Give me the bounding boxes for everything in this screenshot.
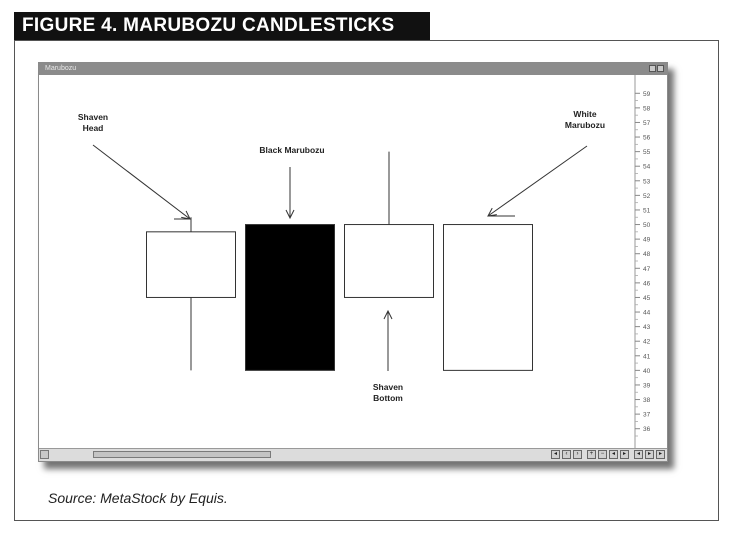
y-tick-label: 41 bbox=[643, 353, 651, 360]
window-titlebar[interactable]: Marubozu bbox=[39, 63, 667, 75]
y-tick-label: 52 bbox=[643, 193, 651, 200]
annotation-arrowhead bbox=[285, 209, 295, 220]
annotation-arrowhead bbox=[383, 309, 393, 320]
candle-body bbox=[443, 224, 533, 371]
y-tick-label: 59 bbox=[643, 91, 651, 98]
annotation-arrow bbox=[487, 145, 588, 217]
annotation-label: Marubozu bbox=[565, 120, 605, 130]
close-button[interactable] bbox=[657, 65, 664, 72]
y-tick-label: 40 bbox=[643, 368, 651, 375]
scroll-right-arrow-icon[interactable]: ▸ bbox=[656, 450, 665, 459]
annotation-label: Shaven bbox=[78, 112, 108, 122]
y-tick-label: 48 bbox=[643, 251, 651, 258]
y-tick-label: 56 bbox=[643, 135, 651, 142]
y-tick-label: 54 bbox=[643, 164, 651, 171]
annotation-label: Bottom bbox=[373, 393, 403, 403]
zoom-out-icon[interactable]: − bbox=[598, 450, 607, 459]
y-tick-label: 36 bbox=[643, 426, 651, 433]
candle-body bbox=[344, 224, 434, 298]
candle-body bbox=[146, 231, 236, 298]
y-tick-label: 37 bbox=[643, 412, 651, 419]
y-tick-label: 38 bbox=[643, 397, 651, 404]
figure-title: FIGURE 4. MARUBOZU CANDLESTICKS bbox=[14, 12, 430, 40]
y-tick-label: 53 bbox=[643, 178, 651, 185]
nav-first-icon[interactable]: ◂ bbox=[551, 450, 560, 459]
nav-next-icon[interactable]: › bbox=[573, 450, 582, 459]
scroll-left-arrow-icon[interactable] bbox=[40, 450, 49, 459]
horizontal-scrollbar[interactable]: ◂ ‹ › + − ◂ ▸ ◂ ▸ ▸ bbox=[39, 448, 667, 461]
nav-end-icon[interactable]: ▸ bbox=[645, 450, 654, 459]
y-tick-label: 50 bbox=[643, 222, 651, 229]
candle-body bbox=[245, 224, 335, 371]
annotation-label: Head bbox=[83, 123, 104, 133]
nav-forward-icon[interactable]: ▸ bbox=[620, 450, 629, 459]
y-tick-label: 49 bbox=[643, 237, 651, 244]
y-tick-label: 39 bbox=[643, 382, 651, 389]
annotation-label: Black Marubozu bbox=[259, 145, 324, 155]
annotation-label: Shaven bbox=[373, 382, 403, 392]
y-tick-label: 45 bbox=[643, 295, 651, 302]
y-tick-label: 44 bbox=[643, 310, 651, 317]
y-tick-label: 43 bbox=[643, 324, 651, 331]
scroll-thumb[interactable] bbox=[93, 451, 271, 458]
y-tick-label: 42 bbox=[643, 339, 651, 346]
nav-back-icon[interactable]: ◂ bbox=[609, 450, 618, 459]
nav-start-icon[interactable]: ◂ bbox=[634, 450, 643, 459]
zoom-in-icon[interactable]: + bbox=[587, 450, 596, 459]
y-tick-label: 51 bbox=[643, 207, 651, 214]
y-tick-label: 46 bbox=[643, 280, 651, 287]
candles-layer bbox=[146, 151, 533, 371]
y-tick-label: 55 bbox=[643, 149, 651, 156]
y-tick-label: 58 bbox=[643, 105, 651, 112]
figure-source: Source: MetaStock by Equis. bbox=[48, 490, 228, 506]
nav-prev-icon[interactable]: ‹ bbox=[562, 450, 571, 459]
annotation-label: White bbox=[573, 109, 596, 119]
y-tick-label: 47 bbox=[643, 266, 651, 273]
minimize-button[interactable] bbox=[649, 65, 656, 72]
y-tick-label: 57 bbox=[643, 120, 651, 127]
annotation-arrow bbox=[92, 144, 191, 220]
y-axis: 59 58 57 56 55 54 53 52 51 50 49 48 47 46 45 44 43 42 41 40… bbox=[634, 75, 651, 449]
window-title: Marubozu bbox=[45, 65, 77, 72]
